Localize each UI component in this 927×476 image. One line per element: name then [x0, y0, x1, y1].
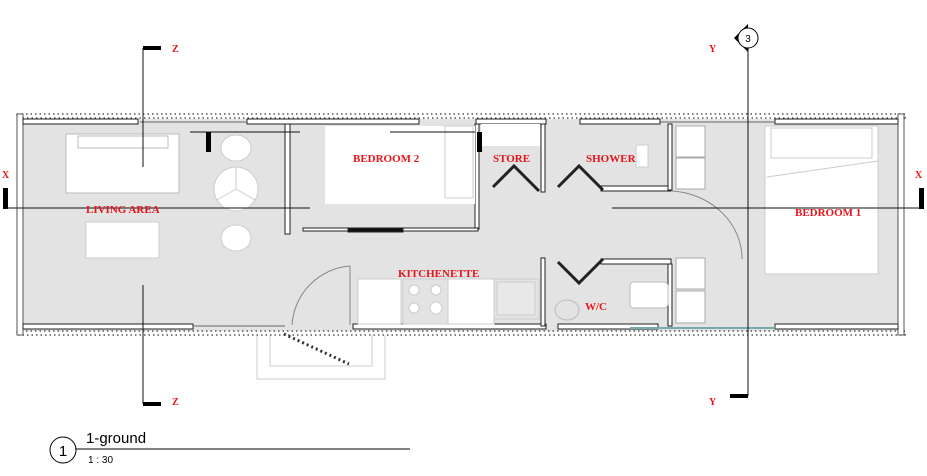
wall-tick — [477, 132, 482, 152]
section-label-x-right: X — [915, 170, 923, 181]
wall-tick — [206, 132, 211, 152]
view-title: 1 1-ground 1 : 30 — [49, 430, 410, 466]
bed-bedroom2 — [325, 125, 475, 204]
section-label-y-top: Y — [709, 44, 717, 55]
view-name: 1-ground — [86, 430, 146, 447]
view-number: 1 — [59, 443, 67, 460]
dining-set — [213, 134, 259, 252]
room-label-wc: W/C — [585, 301, 607, 313]
shower-fixture — [635, 144, 649, 168]
room-label-store: STORE — [493, 153, 530, 165]
entry-step — [256, 333, 386, 380]
room-label-bedroom1: BEDROOM 1 — [795, 207, 861, 219]
section-label-z-bottom: Z — [172, 397, 179, 408]
room-label-shower: SHOWER — [586, 153, 637, 165]
view-scale: 1 : 30 — [88, 455, 113, 466]
store-shelf — [481, 124, 540, 146]
section-lines — [5, 48, 922, 404]
section-ticks — [3, 46, 924, 406]
toilet — [554, 281, 669, 321]
wardrobes — [675, 125, 706, 324]
bed-bedroom1 — [764, 125, 879, 275]
container-walls — [16, 113, 906, 336]
room-label-bedroom2: BEDROOM 2 — [353, 153, 420, 165]
callout-number: 3 — [745, 34, 751, 45]
doors — [283, 163, 743, 366]
section-label-y-bottom: Y — [709, 397, 717, 408]
room-label-living-area: LIVING AREA — [86, 204, 160, 216]
kitchen-counter — [357, 278, 540, 325]
sofa — [65, 133, 180, 194]
elevation-callout: 3 — [734, 24, 759, 52]
section-label-z-top: Z — [172, 44, 179, 55]
room-label-kitchenette: KITCHENETTE — [398, 268, 479, 280]
section-label-x-left: X — [2, 170, 10, 181]
coffee-table — [85, 221, 160, 259]
